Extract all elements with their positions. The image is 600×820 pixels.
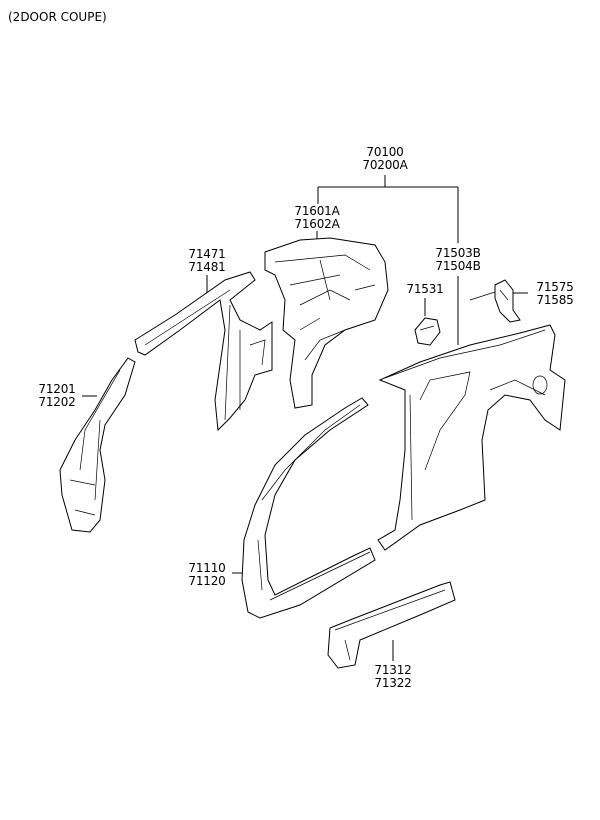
part-number: 71503B [435,246,481,260]
fuel-filler-lid [414,317,441,346]
part-number: 71201 [38,382,76,396]
part-number: 71481 [188,259,226,274]
callout-center-pillar: 71471 71481 [177,248,237,273]
part-number: 71575 [536,280,574,294]
part-number: 71312 [374,663,412,677]
callout-fuel-housing: 71575 71585 [528,281,582,306]
inner-quarter-panel [264,237,389,409]
part-number: 71531 [406,282,444,296]
part-number: 70200A [362,157,408,172]
callout-side-outer: 71110 71120 [182,562,232,587]
part-number: 70100 [366,145,404,159]
callout-sill: 71312 71322 [368,664,418,689]
diagram-title: (2DOOR COUPE) [8,10,107,24]
part-number: 71602A [294,216,340,231]
callout-quarter-outer: 71503B 71504B [428,247,488,272]
part-number: 71120 [188,573,226,588]
fuel-filler-housing [469,279,521,323]
side-sill-panel [327,581,456,669]
callout-assembly: 70100 70200A [355,146,415,171]
part-number: 71202 [38,394,76,409]
side-outer-panel [241,397,376,619]
part-number: 71601A [294,204,340,218]
quarter-outer-panel [377,324,566,551]
callout-front-pillar: 71201 71202 [32,383,82,408]
part-number: 71110 [188,561,226,575]
part-number: 71322 [374,675,412,690]
callout-fuel-lid: 71531 [400,283,450,296]
part-number: 71585 [536,292,574,307]
front-pillar [59,357,136,533]
part-number: 71504B [435,258,481,273]
callout-inner-quarter: 71601A 71602A [287,205,347,230]
part-number: 71471 [188,247,226,261]
center-pillar [134,271,273,432]
